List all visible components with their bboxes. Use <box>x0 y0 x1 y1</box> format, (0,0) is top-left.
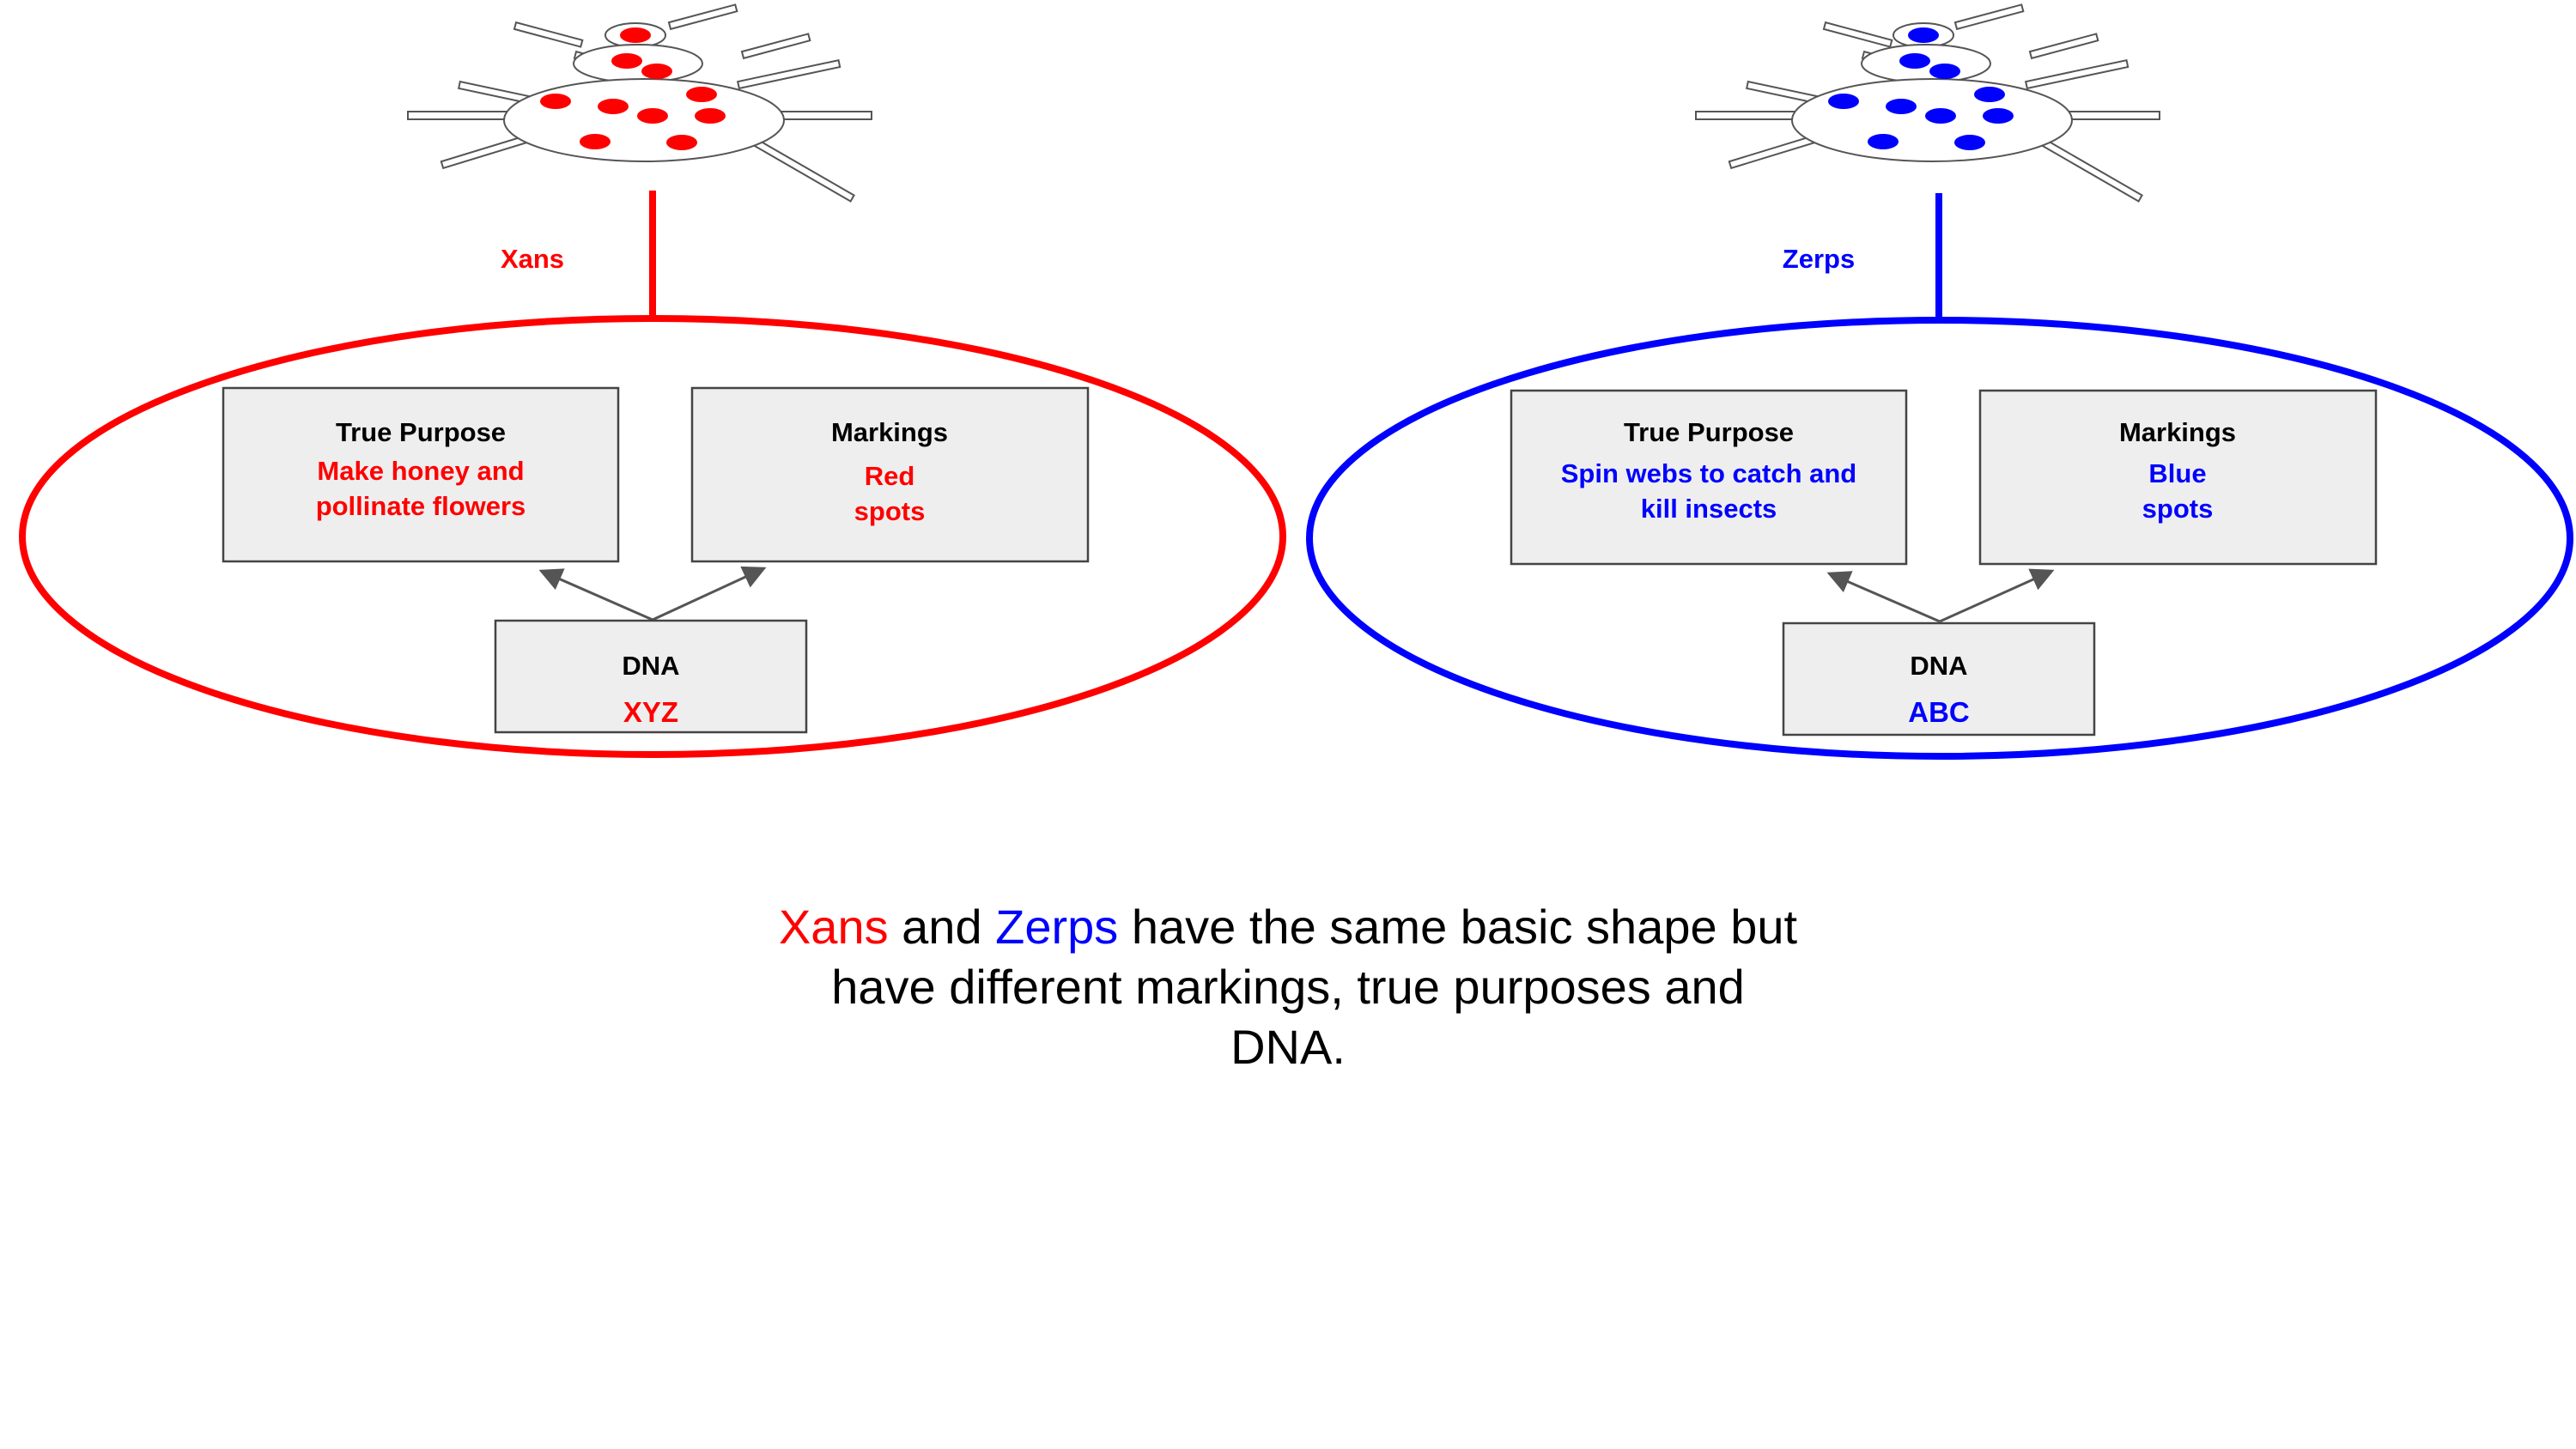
xans-markings-line1: Red <box>865 461 915 491</box>
spot <box>540 94 571 109</box>
xans-true-purpose-line2: pollinate flowers <box>316 491 526 521</box>
spot <box>620 27 651 43</box>
xans-true-purpose-line1: Make honey and <box>317 456 524 486</box>
spot <box>1974 87 2005 102</box>
spot <box>1925 108 1956 124</box>
spot <box>1899 53 1930 69</box>
spot <box>666 135 697 150</box>
caption-and: and <box>888 900 996 954</box>
spot <box>580 134 611 149</box>
xans-group: Xans True Purpose Make honey and pollina… <box>19 3 1286 758</box>
caption-line-1: Xans and Zerps have the same basic shape… <box>601 897 1975 957</box>
zerps-markings-box: Markings Blue spots <box>1978 389 2378 566</box>
zerps-markings-heading: Markings <box>2119 417 2236 447</box>
caption: Xans and Zerps have the same basic shape… <box>601 897 1975 1077</box>
caption-zerps: Zerps <box>995 900 1119 954</box>
xans-dna-to-purpose-arrow <box>538 568 653 621</box>
caption-line-3: DNA. <box>1230 1020 1346 1074</box>
xans-outline-ellipse <box>19 315 1286 758</box>
xans-markings-box: Markings Red spots <box>690 386 1090 563</box>
spot <box>1908 27 1939 43</box>
zerps-dna-heading: DNA <box>1910 651 1967 681</box>
xans-markings-line2: spots <box>854 496 926 526</box>
xans-creature-icon <box>407 3 872 203</box>
caption-line-2: have different markings, true purposes a… <box>831 960 1745 1014</box>
zerps-true-purpose-box: True Purpose Spin webs to catch and kill… <box>1510 389 1908 566</box>
xans-spots <box>540 27 726 150</box>
xans-dna-value: XYZ <box>623 696 678 728</box>
xans-dna-box: DNA XYZ <box>494 619 808 734</box>
spot <box>641 64 672 79</box>
spot <box>1983 108 2014 124</box>
caption-line1-rest: have the same basic shape but <box>1118 900 1798 954</box>
spot <box>1929 64 1960 79</box>
spot <box>1828 94 1859 109</box>
spot <box>598 99 629 114</box>
zerps-dna-box: DNA ABC <box>1782 621 2096 737</box>
xans-true-purpose-heading: True Purpose <box>336 417 506 447</box>
spot <box>611 53 642 69</box>
spot <box>637 108 668 124</box>
xans-dna-to-markings-arrow <box>652 566 767 621</box>
xans-markings-heading: Markings <box>831 417 948 447</box>
zerps-true-purpose-heading: True Purpose <box>1624 417 1794 447</box>
spot <box>695 108 726 124</box>
zerps-dna-value: ABC <box>1908 696 1970 728</box>
xans-label: Xans <box>501 244 564 274</box>
zerps-true-purpose-line1: Spin webs to catch and <box>1561 458 1857 488</box>
zerps-label: Zerps <box>1783 244 1855 274</box>
zerps-dna-to-purpose-arrow <box>1826 571 1941 623</box>
zerps-spots <box>1828 27 2014 150</box>
xans-true-purpose-box: True Purpose Make honey and pollinate fl… <box>222 386 620 563</box>
spot <box>1954 135 1985 150</box>
xans-dna-heading: DNA <box>622 651 679 681</box>
zerps-group: Zerps True Purpose Spin webs to catch an… <box>1306 3 2573 760</box>
spot <box>686 87 717 102</box>
spot <box>1868 134 1899 149</box>
zerps-true-purpose-line2: kill insects <box>1641 494 1777 524</box>
caption-xans: Xans <box>778 900 889 954</box>
zerps-markings-line1: Blue <box>2148 458 2206 488</box>
zerps-outline-ellipse <box>1306 317 2573 760</box>
zerps-markings-line2: spots <box>2142 494 2214 524</box>
spot <box>1886 99 1917 114</box>
zerps-dna-to-markings-arrow <box>1939 568 2055 623</box>
